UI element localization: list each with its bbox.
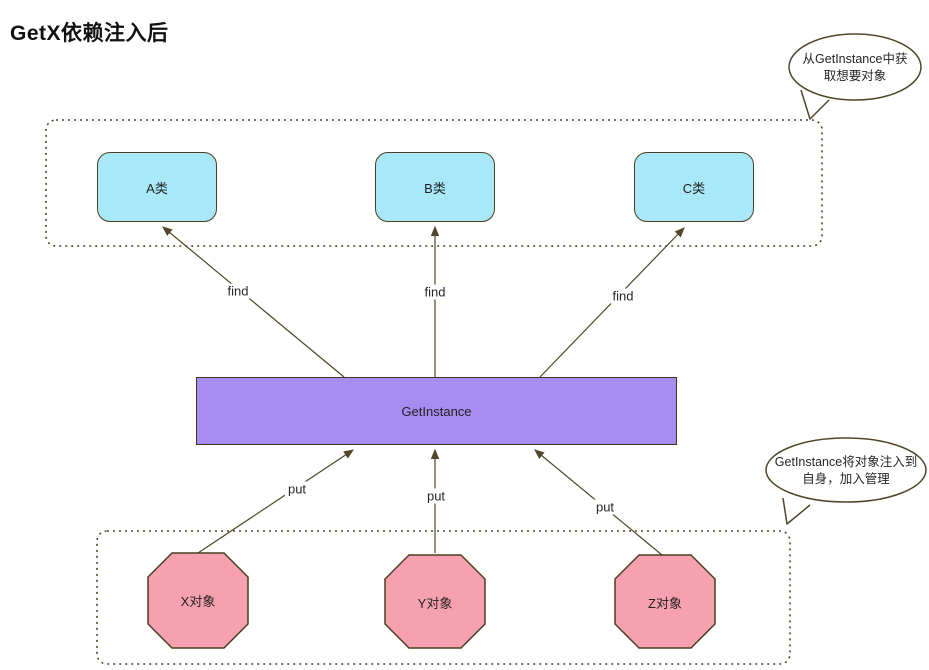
get-instance-node: GetInstance xyxy=(196,377,677,445)
callout-top-line2: 取想要对象 xyxy=(823,69,887,83)
get-instance-label: GetInstance xyxy=(401,403,472,419)
find-label-a: find xyxy=(224,283,252,299)
object-z-shape xyxy=(614,554,716,649)
find-arrow-a xyxy=(162,226,345,378)
callout-top-bubble xyxy=(788,33,922,101)
callout-right-text: GetInstance将对象注入到 自身，加入管理 xyxy=(764,454,928,488)
classes-group-frame xyxy=(45,119,823,247)
objects-group-frame xyxy=(96,530,791,665)
class-b-label: B类 xyxy=(424,180,446,196)
put-label-y: put xyxy=(423,488,449,504)
put-arrow-x xyxy=(197,449,354,554)
find-label-c: find xyxy=(609,288,637,304)
class-b-node: B类 xyxy=(375,152,495,222)
class-a-label: A类 xyxy=(146,180,168,196)
put-label-x: put xyxy=(284,481,310,497)
object-x-label: X对象 xyxy=(180,594,216,609)
class-c-label: C类 xyxy=(682,180,706,196)
put-label-z: put xyxy=(592,499,618,515)
callout-top-line1: 从GetInstance中获 xyxy=(802,52,908,66)
object-x-shape xyxy=(147,552,249,649)
callout-right-line1: GetInstance将对象注入到 xyxy=(774,455,918,469)
callout-right-tail xyxy=(782,497,811,525)
find-label-b: find xyxy=(421,284,449,300)
diagram-title: GetX依赖注入后 xyxy=(10,22,169,45)
object-y-node: Y对象 xyxy=(385,555,485,650)
object-y-shape xyxy=(384,554,486,649)
object-x-node: X对象 xyxy=(148,553,248,648)
callout-top-tail xyxy=(800,89,830,120)
callout-right-line2: 自身，加入管理 xyxy=(802,472,890,486)
callout-right-bubble xyxy=(765,437,927,503)
class-a-node: A类 xyxy=(97,152,217,222)
callout-top-text: 从GetInstance中获 取想要对象 xyxy=(789,51,921,85)
object-y-label: Y对象 xyxy=(417,596,453,611)
object-z-label: Z对象 xyxy=(648,596,682,611)
object-z-node: Z对象 xyxy=(615,555,715,650)
class-c-node: C类 xyxy=(634,152,754,222)
